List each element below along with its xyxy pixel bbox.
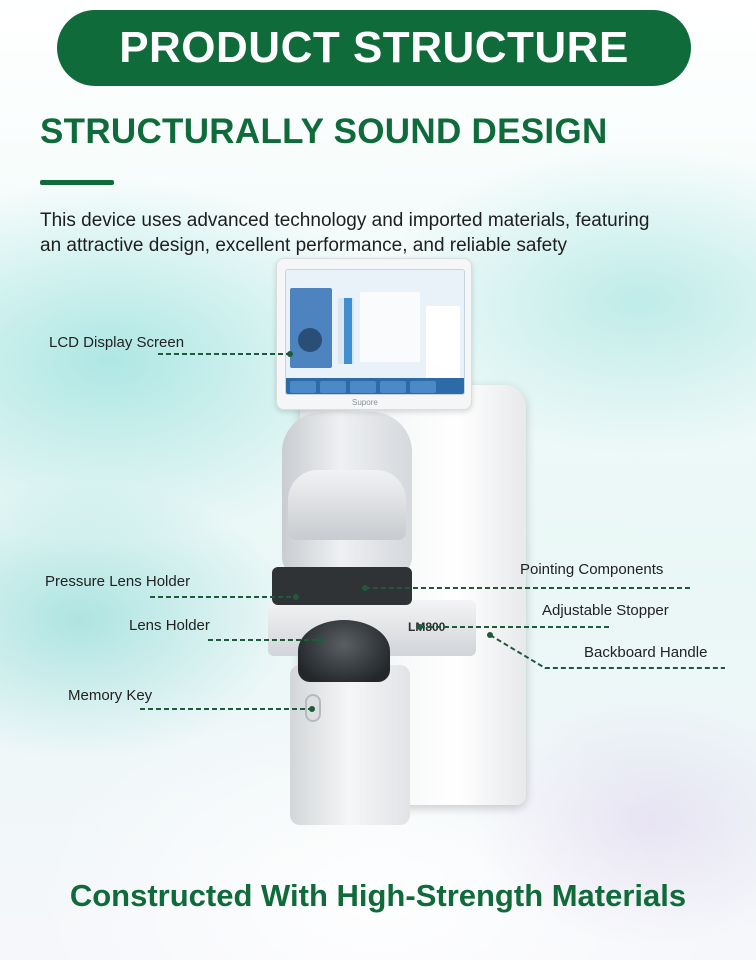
callout-pointing-components: Pointing Components (520, 561, 664, 578)
callout-pressure-lens-holder: Pressure Lens Holder (45, 573, 191, 590)
title-banner: PRODUCT STRUCTURE (57, 10, 691, 86)
device-arm-head (288, 470, 406, 540)
callout-memory-key: Memory Key (68, 687, 153, 704)
lens-holder-cup (298, 620, 390, 682)
banner-title: PRODUCT STRUCTURE (119, 23, 629, 72)
model-badge: LM800 (408, 620, 446, 634)
device-column (290, 665, 410, 825)
heading-divider (40, 180, 114, 185)
callout-adjustable-stopper: Adjustable Stopper (542, 602, 669, 619)
section-heading: STRUCTURALLY SOUND DESIGN (40, 112, 608, 151)
callout-lcd-display-screen: LCD Display Screen (49, 334, 185, 351)
callout-backboard-handle: Backboard Handle (584, 644, 708, 661)
callout-lens-holder: Lens Holder (129, 617, 210, 634)
callout-line-backboard-handle (489, 634, 725, 669)
lcd-display (285, 269, 465, 395)
device-brand: Supore (352, 398, 378, 407)
description: This device uses advanced technology and… (40, 208, 756, 258)
lcd-screen-frame (276, 258, 472, 410)
lcd-screen-graphic (286, 270, 464, 394)
tagline: Constructed With High-Strength Materials (69, 878, 687, 913)
description-line-1: This device uses advanced technology and… (40, 210, 650, 231)
description-line-2: an attractive design, excellent performa… (40, 235, 568, 256)
